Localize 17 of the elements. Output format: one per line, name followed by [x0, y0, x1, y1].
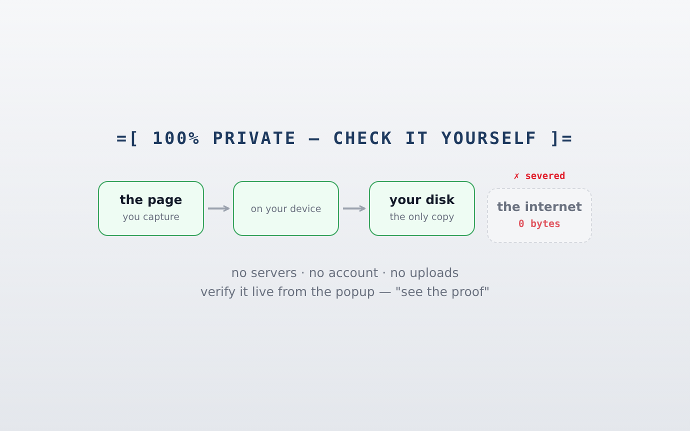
diagram-title: =[ 100% PRIVATE — CHECK IT YOURSELF ]=	[116, 128, 574, 150]
process-box	[98, 181, 204, 236]
arrow	[343, 205, 366, 212]
node-subtitle: on your device	[250, 203, 322, 217]
node-title: the internet	[497, 199, 582, 215]
status-label: ✗ severed	[514, 171, 566, 183]
node-subtitle: the only copy	[390, 211, 454, 225]
process-box	[369, 181, 475, 236]
node-title: the page	[120, 192, 182, 208]
byte-count: 0 bytes	[518, 218, 561, 232]
process-box	[233, 181, 339, 236]
caption-text: verify it live from the popup — "see the proof"	[200, 283, 490, 301]
arrow	[208, 205, 230, 212]
dashed-box	[487, 188, 592, 243]
node-subtitle: you capture	[122, 211, 180, 225]
caption-text: no servers · no account · no uploads	[231, 264, 459, 282]
node-title: your disk	[389, 192, 455, 208]
